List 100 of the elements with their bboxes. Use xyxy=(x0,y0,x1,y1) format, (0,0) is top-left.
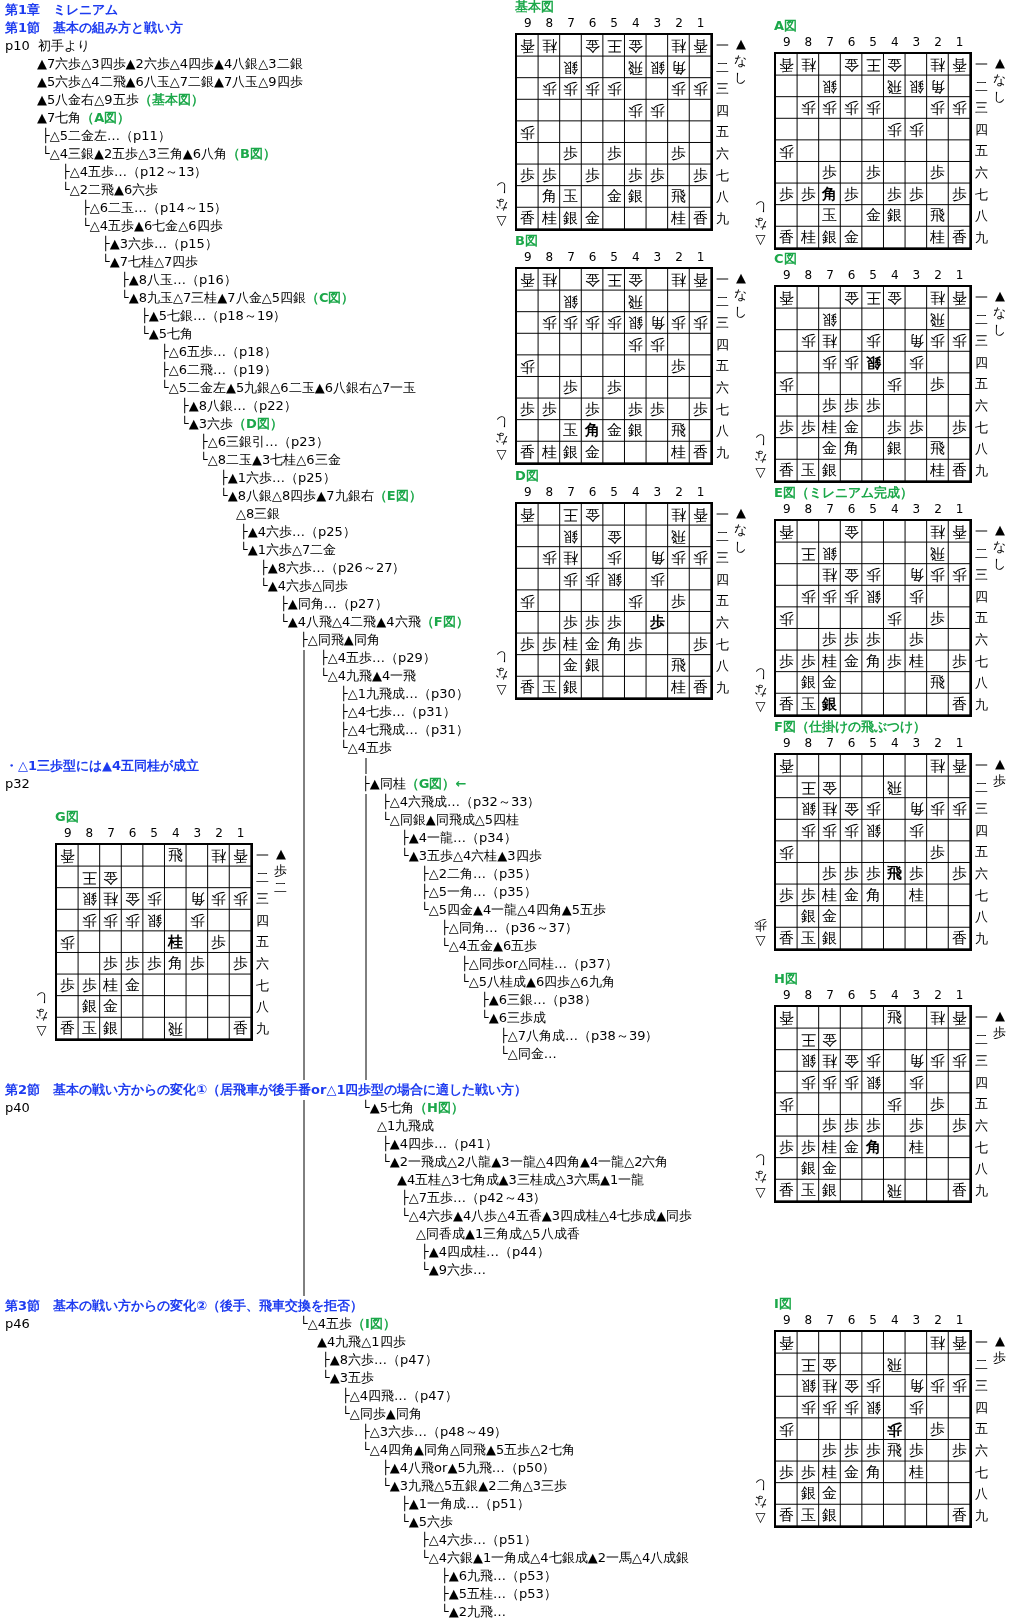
shogi-piece: 歩 xyxy=(649,572,665,588)
shogi-piece: 銀 xyxy=(103,1021,119,1037)
pieces-in-hand: ▲なし xyxy=(992,287,1008,338)
shogi-piece: 歩 xyxy=(952,100,968,116)
shogi-piece: 桂 xyxy=(103,891,119,907)
figure-reference: （G図）← xyxy=(405,776,467,791)
shogi-piece: 角 xyxy=(671,59,687,75)
pieces-in-hand: ▲なし xyxy=(992,54,1008,105)
rank-numbers: 一二三四五六七八九 xyxy=(974,56,990,247)
shogi-piece: 金 xyxy=(865,208,881,224)
shogi-piece: 王 xyxy=(800,545,816,561)
shogi-piece: 歩 xyxy=(649,103,665,119)
shogi-piece: 歩 xyxy=(606,81,622,97)
move-text: └▲6三歩成 xyxy=(481,1010,547,1025)
shogi-piece: 歩 xyxy=(693,81,709,97)
shogi-piece: 歩 xyxy=(887,419,903,435)
shogi-piece: 歩 xyxy=(628,167,644,183)
rank-numbers: 一二三四五六七八九 xyxy=(715,271,731,462)
shogi-piece: 歩 xyxy=(585,401,601,417)
shogi-piece: 歩 xyxy=(628,337,644,353)
shogi-piece: 歩 xyxy=(693,550,709,566)
shogi-piece: 歩 xyxy=(952,333,968,349)
move-text: └△5二金左▲5九銀△6二玉▲6八銀右△7一玉 xyxy=(161,380,417,395)
shogi-piece: 金 xyxy=(822,1356,838,1372)
shogi-piece: 香 xyxy=(779,230,795,246)
shogi-piece: 歩 xyxy=(844,1118,860,1134)
shogi-piece: 歩 xyxy=(908,419,924,435)
shogi-piece: 歩 xyxy=(822,100,838,116)
shogi-piece: 歩 xyxy=(520,401,536,417)
shogi-piece: 桂 xyxy=(800,230,816,246)
shogi-piece: 歩 xyxy=(865,632,881,648)
shogi-piece: 玉 xyxy=(800,697,816,713)
move-text: ▲5八金右△9五歩 xyxy=(37,92,139,107)
shogi-piece: 銀 xyxy=(865,355,881,371)
pieces-in-hand: △なし xyxy=(753,199,768,251)
shogi-piece: 歩 xyxy=(844,866,860,882)
shogi-piece: 飛 xyxy=(628,293,644,309)
shogi-piece: 角 xyxy=(168,956,184,972)
shogi-piece: 銀 xyxy=(800,675,816,691)
shogi-piece: 銀 xyxy=(563,293,579,309)
shogi-piece: 歩 xyxy=(800,1139,816,1155)
shogi-piece: 王 xyxy=(800,1031,816,1047)
shogi-piece: 王 xyxy=(800,779,816,795)
shogi-piece: 香 xyxy=(952,290,968,306)
move-text: △1九飛成 xyxy=(377,1118,435,1133)
shogi-piece: 金 xyxy=(103,999,119,1015)
shogi-piece: 歩 xyxy=(693,401,709,417)
shogi-piece: 飛 xyxy=(887,866,903,882)
shogi-piece: 金 xyxy=(103,869,119,885)
shogi-piece: 角 xyxy=(908,1378,924,1394)
shogi-piece: 歩 xyxy=(779,1096,795,1112)
shogi-piece: 歩 xyxy=(844,823,860,839)
shogi-piece: 歩 xyxy=(125,956,141,972)
shogi-piece: 桂 xyxy=(930,1010,946,1026)
shogi-piece: 歩 xyxy=(779,1464,795,1480)
shogi-piece: 歩 xyxy=(125,913,141,929)
shogi-piece: 角 xyxy=(822,186,838,202)
shogi-piece: 歩 xyxy=(60,934,76,950)
shogi-piece: 歩 xyxy=(930,1096,946,1112)
move-text: └▲2一飛成△2八龍▲3一龍△4四角▲4一龍△2六角 xyxy=(382,1154,669,1169)
move-text: ├▲4四歩…（p41） xyxy=(382,1136,498,1151)
shogi-piece: 歩 xyxy=(844,632,860,648)
shogi-piece: 銀 xyxy=(822,1508,838,1524)
shogi-piece: 桂 xyxy=(541,445,557,461)
shogi-piece: 歩 xyxy=(520,124,536,140)
shogi-piece: 香 xyxy=(520,38,536,54)
move-text: ├△3六歩…（p48～49） xyxy=(362,1424,508,1439)
section-heading: 第3節 基本の戦い方からの変化②（後手、飛車交換を拒否） xyxy=(5,1298,364,1313)
shogi-piece: 香 xyxy=(779,697,795,713)
shogi-piece: 歩 xyxy=(628,636,644,652)
shogi-piece: 金 xyxy=(844,1378,860,1394)
move-text: ├△同角…（p36～37） xyxy=(441,920,579,935)
shogi-piece: 香 xyxy=(60,1021,76,1037)
shogi-piece: 歩 xyxy=(693,167,709,183)
shogi-piece: 玉 xyxy=(81,1021,97,1037)
section-heading: 第2節 基本の戦い方からの変化①（居飛車が後手番or△1四歩型の場合に適した戦い方） xyxy=(5,1082,528,1097)
shogi-piece: 香 xyxy=(693,445,709,461)
shogi-piece: 歩 xyxy=(671,315,687,331)
shogi-piece: 歩 xyxy=(930,376,946,392)
figure-reference: （E図） xyxy=(373,488,422,503)
board-title: D図 xyxy=(515,468,539,484)
move-text: └▲3五歩△4六桂▲3四歩 xyxy=(401,848,542,863)
shogi-piece: 銀 xyxy=(563,59,579,75)
shogi-piece: 歩 xyxy=(908,823,924,839)
move-text: └△5八桂成▲6四歩△6九角 xyxy=(461,974,615,989)
shogi-piece: 歩 xyxy=(930,610,946,626)
shogi-piece: 歩 xyxy=(908,1075,924,1091)
shogi-piece: 角 xyxy=(649,550,665,566)
shogi-piece: 桂 xyxy=(822,1378,838,1394)
shogi-piece: 歩 xyxy=(822,866,838,882)
shogi-piece: 香 xyxy=(233,1021,249,1037)
figure-reference: （A図） xyxy=(81,110,131,125)
figure-reference: （B図） xyxy=(226,146,276,161)
board-title: C図 xyxy=(774,251,797,267)
shogi-piece: 金 xyxy=(844,1464,860,1480)
pieces-in-hand: ▲なし xyxy=(992,521,1008,572)
shogi-piece: 歩 xyxy=(606,615,622,631)
shogi-piece: 桂 xyxy=(908,1139,924,1155)
shogi-piece: 歩 xyxy=(844,589,860,605)
shogi-piece: 歩 xyxy=(865,165,881,181)
